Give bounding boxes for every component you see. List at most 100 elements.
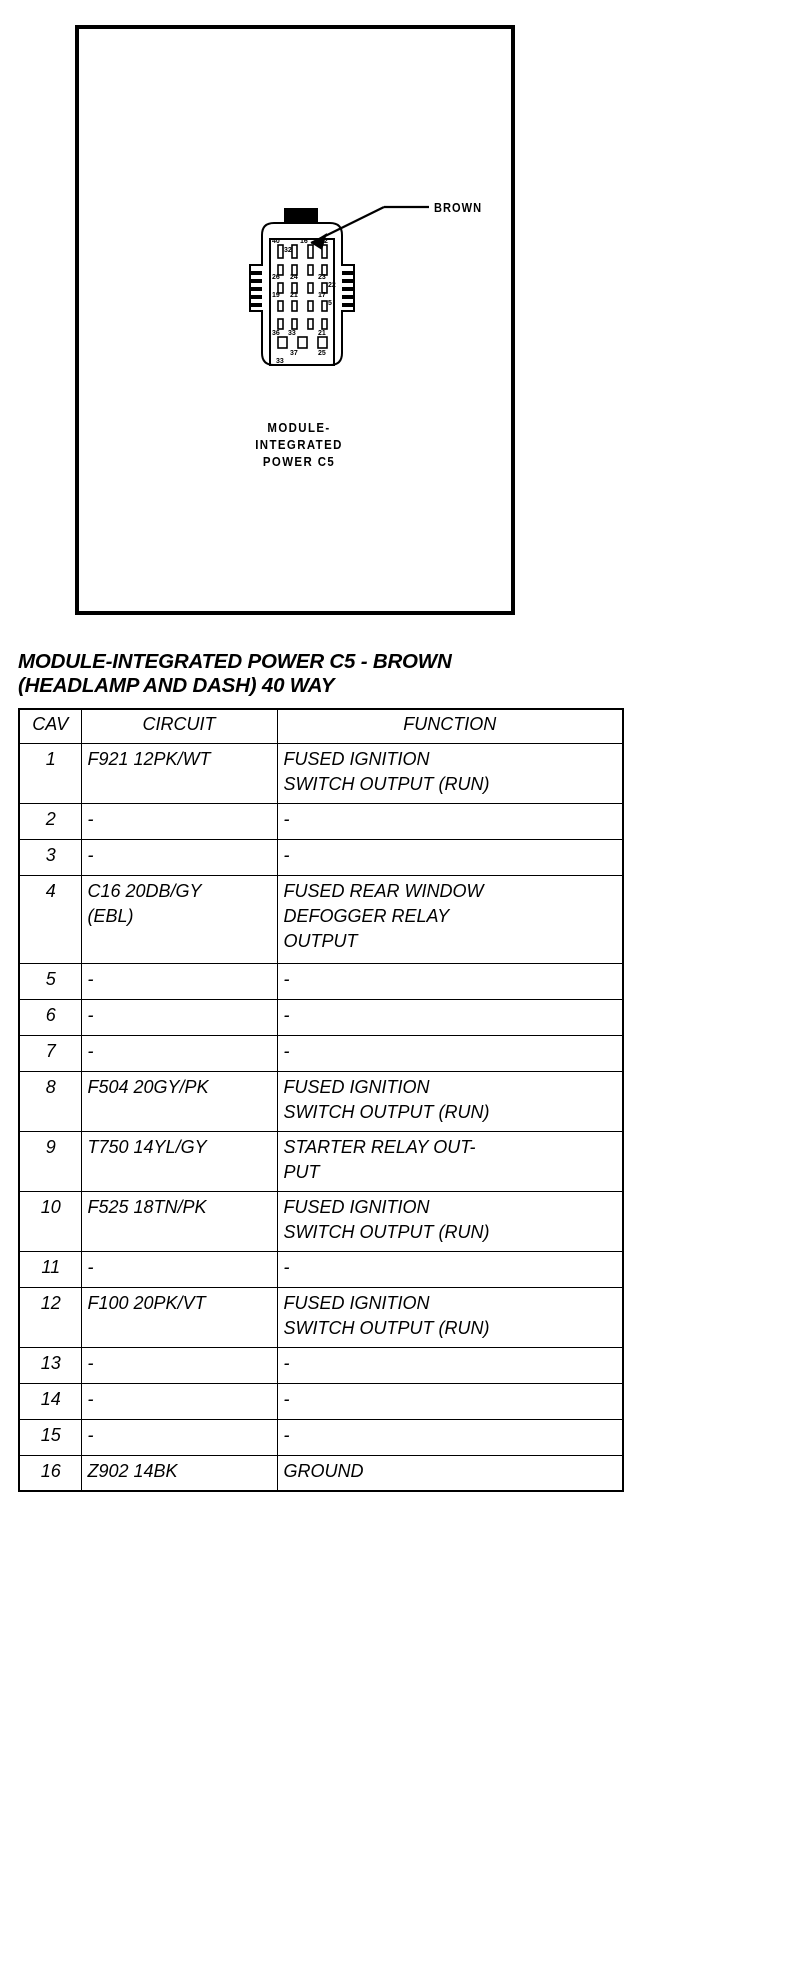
cell-circuit: F525 18TN/PK bbox=[80, 1190, 278, 1252]
cell-line: FUSED IGNITION bbox=[283, 748, 430, 769]
cell-line: - bbox=[87, 1004, 94, 1025]
svg-text:17: 17 bbox=[318, 292, 326, 299]
table-row: 5-- bbox=[18, 962, 624, 1000]
cell-line: - bbox=[283, 1352, 290, 1373]
cell-cav: 14 bbox=[18, 1382, 82, 1420]
cell-function: - bbox=[276, 838, 624, 876]
svg-text:33: 33 bbox=[288, 330, 296, 337]
cell-line: - bbox=[87, 1352, 94, 1373]
cell-line: - bbox=[87, 808, 94, 829]
cell-cav: 2 bbox=[18, 802, 82, 840]
table-title-line-2: (HEADLAMP AND DASH) 40 WAY bbox=[18, 674, 335, 697]
table-row: 7-- bbox=[18, 1034, 624, 1072]
cell-line: FUSED REAR WINDOW bbox=[283, 880, 484, 901]
cell-cav: 4 bbox=[18, 874, 82, 964]
figure-caption-line-2: INTEGRATED bbox=[255, 437, 343, 452]
table-row: 11-- bbox=[18, 1250, 624, 1288]
svg-text:40: 40 bbox=[272, 238, 280, 245]
cell-line: - bbox=[87, 1256, 94, 1277]
connector-illustration-frame: BROWN bbox=[75, 25, 515, 615]
cell-function: - bbox=[276, 1034, 624, 1072]
cell-cav: 15 bbox=[18, 1418, 82, 1456]
table-title: MODULE-INTEGRATED POWER C5 - BROWN (HEAD… bbox=[18, 650, 638, 698]
cell-line: - bbox=[283, 1388, 290, 1409]
cell-circuit: F921 12PK/WT bbox=[80, 742, 278, 804]
cell-circuit: Z902 14BK bbox=[80, 1454, 278, 1492]
svg-text:23: 23 bbox=[318, 274, 326, 281]
table-row: 3-- bbox=[18, 838, 624, 876]
cell-line: - bbox=[283, 1004, 290, 1025]
cell-function: - bbox=[276, 998, 624, 1036]
svg-text:22: 22 bbox=[328, 282, 336, 289]
cell-line: - bbox=[283, 844, 290, 865]
table-header-row: CAV CIRCUIT FUNCTION bbox=[18, 708, 624, 744]
svg-text:37: 37 bbox=[290, 350, 298, 357]
table-row: 15-- bbox=[18, 1418, 624, 1456]
table-row: 2-- bbox=[18, 802, 624, 840]
cell-cav: 1 bbox=[18, 742, 82, 804]
cell-circuit: - bbox=[80, 1418, 278, 1456]
cell-function: - bbox=[276, 1418, 624, 1456]
cell-function: GROUND bbox=[276, 1454, 624, 1492]
cell-function: FUSED IGNITION SWITCH OUTPUT (RUN) bbox=[276, 742, 624, 804]
cell-line: PUT bbox=[283, 1161, 320, 1182]
cell-line: - bbox=[283, 1256, 290, 1277]
cell-circuit: F100 20PK/VT bbox=[80, 1286, 278, 1348]
svg-text:33: 33 bbox=[276, 358, 284, 365]
cell-cav: 11 bbox=[18, 1250, 82, 1288]
cell-line: - bbox=[283, 808, 290, 829]
svg-text:5: 5 bbox=[328, 300, 332, 307]
cell-line: T750 14YL/GY bbox=[87, 1136, 207, 1157]
svg-text:36: 36 bbox=[272, 330, 280, 337]
cell-circuit: C16 20DB/GY (EBL) bbox=[80, 874, 278, 964]
column-header-function: FUNCTION bbox=[276, 708, 624, 744]
svg-text:32: 32 bbox=[284, 247, 292, 254]
figure-caption: MODULE- INTEGRATED POWER C5 bbox=[79, 419, 519, 470]
cell-line: Z902 14BK bbox=[87, 1460, 178, 1481]
table-row: 14-- bbox=[18, 1382, 624, 1420]
cell-function: - bbox=[276, 1346, 624, 1384]
cell-function: - bbox=[276, 962, 624, 1000]
cell-line: - bbox=[283, 1424, 290, 1445]
cell-cav: 12 bbox=[18, 1286, 82, 1348]
cell-line: - bbox=[283, 1040, 290, 1061]
cell-line: FUSED IGNITION bbox=[283, 1196, 430, 1217]
cell-cav: 5 bbox=[18, 962, 82, 1000]
callout-label-brown: BROWN bbox=[434, 200, 483, 215]
cell-line: C16 20DB/GY bbox=[87, 880, 202, 901]
figure-caption-line-3: POWER C5 bbox=[262, 454, 336, 469]
cell-line: - bbox=[87, 1388, 94, 1409]
cell-line: SWITCH OUTPUT (RUN) bbox=[283, 773, 490, 794]
cell-circuit: F504 20GY/PK bbox=[80, 1070, 278, 1132]
cell-circuit: - bbox=[80, 1250, 278, 1288]
cell-line: - bbox=[283, 968, 290, 989]
cell-function: - bbox=[276, 1250, 624, 1288]
cell-line: - bbox=[87, 1424, 94, 1445]
table-row: 13-- bbox=[18, 1346, 624, 1384]
svg-text:19: 19 bbox=[272, 292, 280, 299]
svg-text:16: 16 bbox=[300, 238, 308, 245]
cell-line: SWITCH OUTPUT (RUN) bbox=[283, 1101, 490, 1122]
connector-drawing: 40 16 2 32 26 24 23 22 19 21 17 5 36 33 … bbox=[232, 205, 372, 405]
cell-line: - bbox=[87, 844, 94, 865]
cell-circuit: T750 14YL/GY bbox=[80, 1130, 278, 1192]
cell-circuit: - bbox=[80, 1382, 278, 1420]
cell-line: DEFOGGER RELAY bbox=[283, 905, 450, 926]
figure-caption-line-1: MODULE- bbox=[267, 420, 331, 435]
cell-line: (EBL) bbox=[87, 905, 134, 926]
cell-line: FUSED IGNITION bbox=[283, 1292, 430, 1313]
cell-line: F921 12PK/WT bbox=[87, 748, 211, 769]
cell-circuit: - bbox=[80, 962, 278, 1000]
cell-line: GROUND bbox=[283, 1460, 364, 1481]
svg-text:24: 24 bbox=[290, 274, 298, 281]
cell-line: F100 20PK/VT bbox=[87, 1292, 206, 1313]
cell-function: STARTER RELAY OUT-PUT bbox=[276, 1130, 624, 1192]
